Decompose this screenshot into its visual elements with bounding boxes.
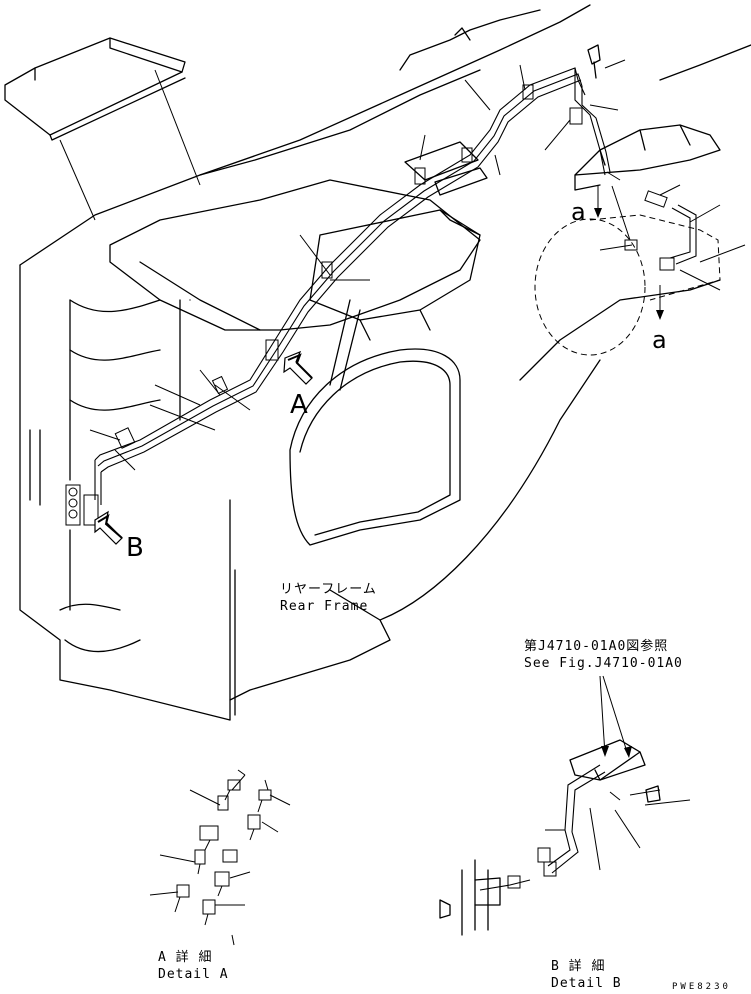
section-arrows-a xyxy=(594,185,664,320)
rear-frame-outline xyxy=(19,4,751,721)
detail-a-label-jp: A 詳 細 xyxy=(158,950,213,965)
rear-frame-label-en: Rear Frame xyxy=(280,599,369,614)
section-a-top-letter: a xyxy=(571,198,587,226)
detail-a-fittings xyxy=(149,769,291,946)
rear-frame-label-jp: リヤーフレーム xyxy=(280,582,377,597)
view-arrow-b xyxy=(94,510,123,545)
hydraulic-tube-run xyxy=(65,44,697,526)
detail-b-label-en: Detail B xyxy=(551,976,622,991)
detail-a-label-en: Detail A xyxy=(158,967,229,982)
reference-label-en: See Fig.J4710-01A0 xyxy=(524,656,683,671)
leader-lines xyxy=(59,59,746,471)
reference-label-jp: 第J4710-01A0図参照 xyxy=(524,639,669,654)
view-arrow-a xyxy=(283,350,313,385)
view-a-letter: A xyxy=(290,390,308,420)
detail-b-assembly xyxy=(439,675,691,936)
drawing-code-label: PWE8230 xyxy=(672,982,731,992)
view-b-letter: B xyxy=(126,533,144,563)
section-a-bottom-letter: a xyxy=(652,326,668,354)
cover-plate xyxy=(4,37,186,141)
detail-b-label-jp: B 詳 細 xyxy=(551,959,606,974)
